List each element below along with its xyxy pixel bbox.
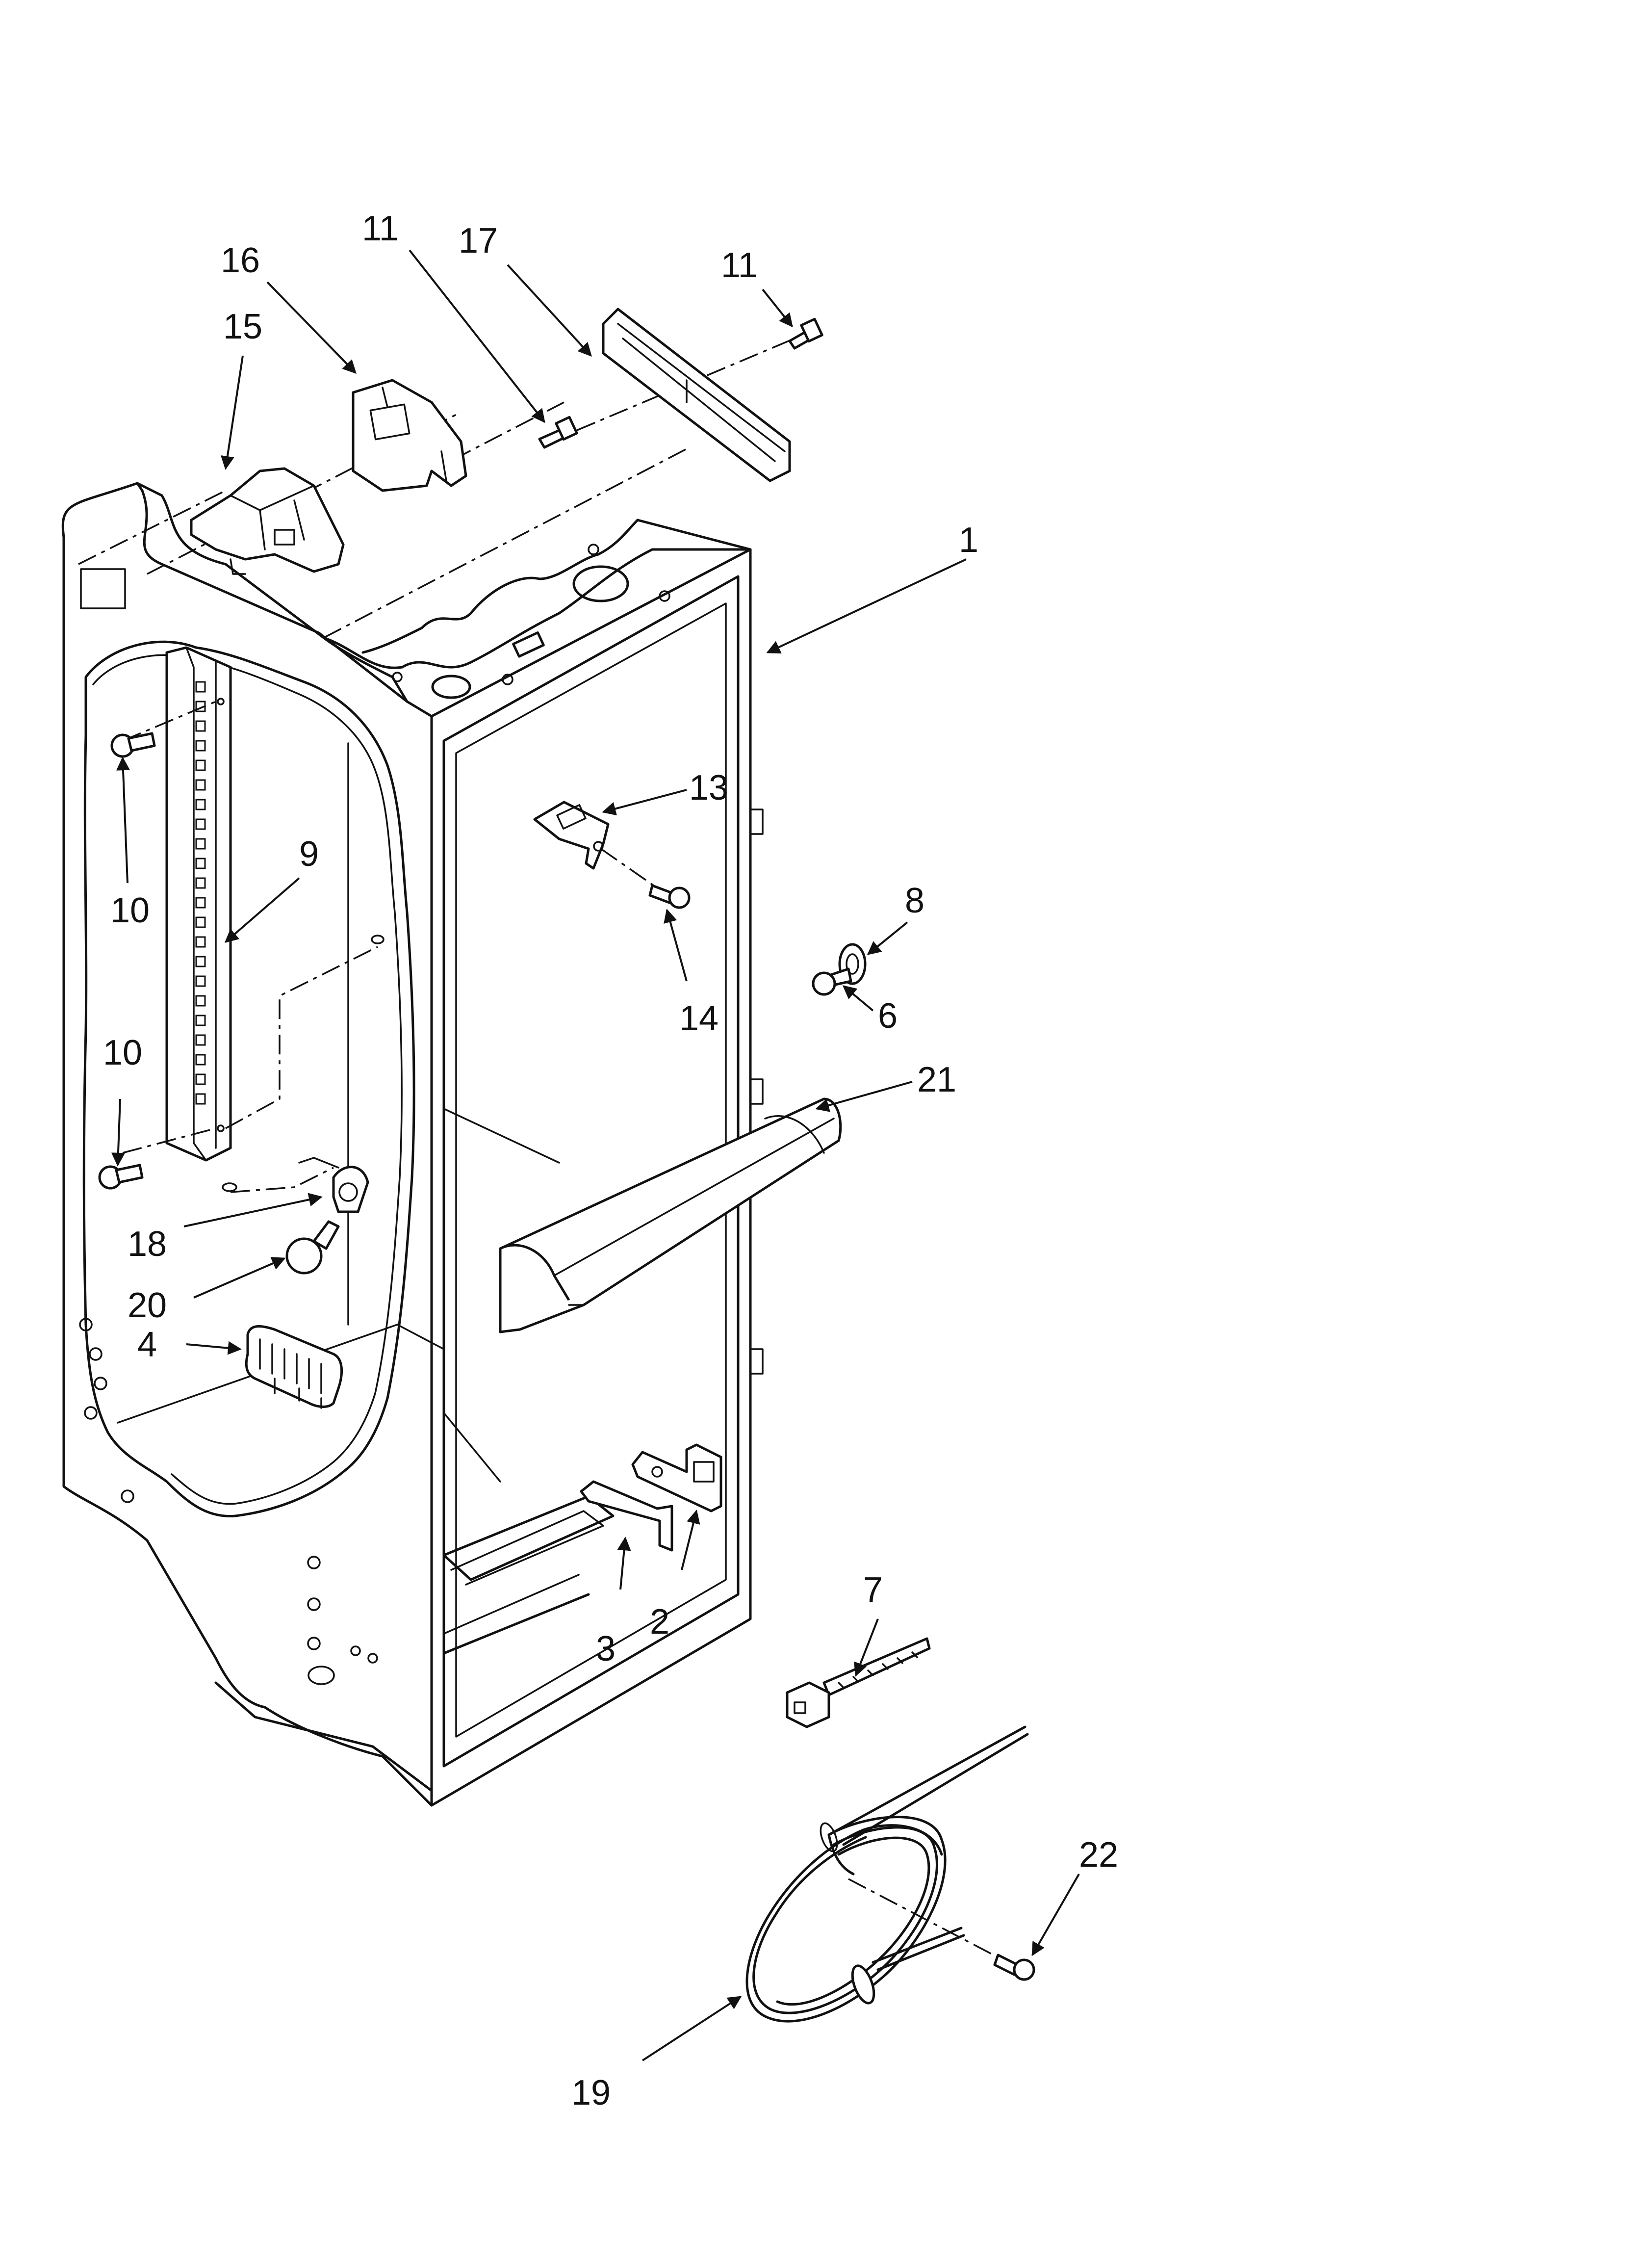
part-15-control-housing (190, 467, 345, 575)
part-21-cover (499, 1097, 842, 1333)
part-9-shelf-rail (165, 646, 232, 1162)
part-17-rail (602, 308, 791, 482)
callout-17: 17 (459, 221, 498, 261)
callout-4: 4 (137, 1325, 157, 1364)
callout-leaders (111, 249, 1080, 2061)
callout-10-upper: 10 (110, 891, 150, 930)
part-11-screw-left (538, 416, 578, 449)
part-11-screw-right (788, 317, 823, 350)
callout-11-left: 11 (362, 209, 399, 248)
callout-labels: 1 2 3 4 6 7 8 9 10 10 11 11 13 14 15 16 … (103, 209, 1118, 2112)
callout-13: 13 (689, 768, 728, 808)
part-4-vent-grille (245, 1325, 343, 1409)
callout-11-right: 11 (721, 246, 758, 285)
part-19-wire-harness (745, 1725, 1029, 2023)
callout-9: 9 (299, 834, 319, 874)
part-18-light-socket (298, 1157, 369, 1213)
callout-14: 14 (679, 999, 718, 1038)
callout-19: 19 (571, 2073, 611, 2112)
callout-20: 20 (128, 1286, 167, 1325)
callout-21: 21 (917, 1060, 956, 1099)
callout-22: 22 (1079, 1835, 1118, 1875)
part-14-screw (648, 884, 691, 909)
callout-2: 2 (650, 1602, 669, 1642)
part-6-screw (812, 967, 852, 996)
part-13-bracket (533, 801, 610, 870)
callout-3: 3 (596, 1629, 616, 1668)
callout-1: 1 (959, 521, 978, 560)
callout-15: 15 (223, 307, 262, 346)
part-22-screw (993, 1954, 1035, 1981)
callout-8: 8 (905, 881, 924, 920)
callout-16: 16 (221, 241, 260, 280)
part-10-screw-upper (110, 732, 156, 758)
part-7-cable-tie (786, 1637, 931, 1728)
part-2-bracket (631, 1443, 722, 1512)
callout-7: 7 (863, 1570, 883, 1610)
part-10-screw-lower (98, 1164, 144, 1190)
part-20-light-bulb (285, 1220, 340, 1275)
callout-6: 6 (878, 996, 898, 1036)
part-3-bracket (580, 1480, 673, 1552)
callout-18: 18 (128, 1225, 167, 1264)
part-16-bracket (352, 379, 467, 492)
callout-10-lower: 10 (103, 1033, 142, 1072)
